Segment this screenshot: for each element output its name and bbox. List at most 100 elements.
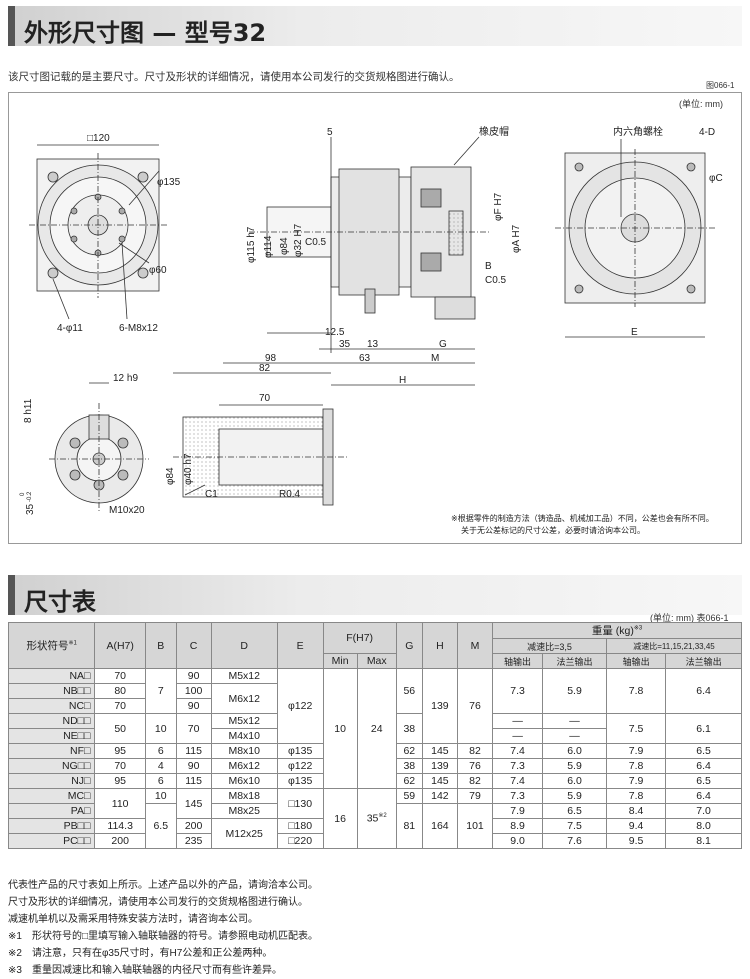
cell: 10 xyxy=(144,713,177,744)
footnote: 减速机单机以及需采用特殊安装方法时，请咨询本公司。 xyxy=(8,914,258,925)
dim-phi84: φ84 xyxy=(279,237,290,255)
cell: 7.8 xyxy=(606,788,667,804)
cell: 7.5 xyxy=(542,818,608,834)
dim-12h9: 12 h9 xyxy=(113,373,138,384)
table-row: PB□□ 114.3 200 M12x25 □180 8.9 7.5 9.4 8… xyxy=(7,818,742,849)
cell-symbol: NA□ xyxy=(7,668,96,684)
cell: φ122 xyxy=(276,668,324,744)
cell: 90 xyxy=(175,698,212,714)
cell: M6x12 xyxy=(210,683,278,714)
cell-symbol: NC□ xyxy=(7,698,96,714)
cell: 50 xyxy=(94,713,146,744)
cell: φ135 xyxy=(276,743,324,759)
dim-m: M xyxy=(431,353,439,364)
cell: 145 xyxy=(421,773,458,789)
table-row: NA□ 70 7 90 M5x12 φ122 10 24 56 139 76 7… xyxy=(7,668,742,789)
dim-tol-plus: 0 xyxy=(20,492,26,496)
section-title-2: 尺寸表 xyxy=(24,588,96,616)
table-row: MC□ 110 10 145 M8x18 □130 16 35※2 59 142… xyxy=(7,788,742,849)
cell: — xyxy=(542,713,608,729)
dim-phi60: φ60 xyxy=(149,265,167,276)
drawing-note-2: 关于无公差标记的尺寸公差，必要时请洽询本公司。 xyxy=(461,525,645,535)
footnotes: 代表性产品的尺寸表如上所示。上述产品以外的产品，请询洽本公司。 尺寸及形状的详细… xyxy=(8,877,318,979)
cell: M4x10 xyxy=(210,728,278,744)
cell: 6.0 xyxy=(542,773,608,789)
th-m: M xyxy=(456,622,494,669)
th-flange2: 法兰输出 xyxy=(665,653,742,669)
label-hex-bolt: 内六角螺栓 xyxy=(613,125,663,138)
cell: 110 xyxy=(94,788,146,819)
section-header-outline: 外形尺寸图 — 型号32 xyxy=(8,6,742,47)
dim-c1: C1 xyxy=(205,489,218,500)
th-weight: 重量 (kg)※3 xyxy=(492,622,742,639)
header-accent-bar-2 xyxy=(8,575,15,615)
cell: M8x25 xyxy=(210,803,278,819)
cell: 101 xyxy=(456,803,494,849)
th-fmax: Max xyxy=(356,653,397,669)
label-rubber-cap: 橡皮帽 xyxy=(479,125,509,138)
cell: 164 xyxy=(421,803,458,849)
cell-symbol: PB□□ xyxy=(7,818,96,834)
cell: □180 xyxy=(276,818,324,834)
cell-symbol: MC□ xyxy=(7,788,96,804)
dim-12-5: 12.5 xyxy=(325,327,345,338)
dim-phi115h7: φ115 h7 xyxy=(246,226,257,263)
cell: — xyxy=(492,728,544,744)
cell: 7.9 xyxy=(606,773,667,789)
th-fmin: Min xyxy=(322,653,358,669)
dim-70: 70 xyxy=(259,393,271,404)
dim-phic: φC xyxy=(709,173,723,184)
dim-c05b: C0.5 xyxy=(485,275,507,286)
th-symbol: 形状符号※1 xyxy=(7,622,96,669)
cell: 56 xyxy=(395,668,423,714)
cell: M5x12 xyxy=(210,668,278,684)
footnote: ※1 形状符号的□里填写输入轴联轴器的符号。请参照电动机匹配表。 xyxy=(8,931,318,942)
dim-phiah7: φA H7 xyxy=(511,224,522,253)
cell: 115 xyxy=(175,773,212,789)
cell: 8.0 xyxy=(665,818,742,834)
cell: 7.9 xyxy=(606,743,667,759)
cell: 9.0 xyxy=(492,833,544,849)
cell: 16 xyxy=(322,788,358,849)
cell: 38 xyxy=(395,713,423,744)
cell: 114.3 xyxy=(94,818,146,834)
cell: 76 xyxy=(456,758,494,774)
cell: 9.5 xyxy=(606,833,667,849)
cell: 100 xyxy=(175,683,212,699)
cell: 90 xyxy=(175,758,212,774)
cell: 6.5 xyxy=(542,803,608,819)
cell: 6 xyxy=(144,743,177,759)
footnote: 尺寸及形状的详细情况，请使用本公司发行的交货规格图进行确认。 xyxy=(8,897,308,908)
cell: 8.4 xyxy=(606,803,667,819)
dim-phi84b: φ84 xyxy=(165,467,176,485)
cell: M12x25 xyxy=(210,818,278,849)
cell: 5.9 xyxy=(542,758,608,774)
cell: 7.3 xyxy=(492,758,544,774)
dim-35-tol: 35 xyxy=(25,503,36,515)
cell: M6x10 xyxy=(210,773,278,789)
cell: 7.3 xyxy=(492,788,544,804)
dim-13: 13 xyxy=(367,339,379,350)
cell: 8.1 xyxy=(665,833,742,849)
table-row: NJ□ 95 6 115 M6x10 φ135 62 145 82 7.4 6.… xyxy=(7,773,742,789)
cell: 7.4 xyxy=(492,773,544,789)
cell: 4 xyxy=(144,758,177,774)
cell: 95 xyxy=(94,773,146,789)
cell: M5x12 xyxy=(210,713,278,729)
cell: 6.4 xyxy=(665,788,742,804)
th-f: F(H7) xyxy=(322,622,397,654)
dim-box120: □120 xyxy=(87,133,110,144)
dim-4d: 4-D xyxy=(699,127,715,138)
cell: 145 xyxy=(421,743,458,759)
cell: 139 xyxy=(421,758,458,774)
cell: 6.1 xyxy=(665,713,742,744)
cell: 5.9 xyxy=(542,788,608,804)
intro-text: 该尺寸图记载的是主要尺寸。尺寸及形状的详细情况，请使用本公司发行的交货规格图进行… xyxy=(8,71,460,83)
cell: 6.4 xyxy=(665,668,742,714)
cell: 70 xyxy=(94,668,146,684)
cell: 7.9 xyxy=(492,803,544,819)
cell: 82 xyxy=(456,743,494,759)
th-b: B xyxy=(144,622,177,669)
dim-63: 63 xyxy=(359,353,371,364)
cell: 139 xyxy=(421,668,458,744)
